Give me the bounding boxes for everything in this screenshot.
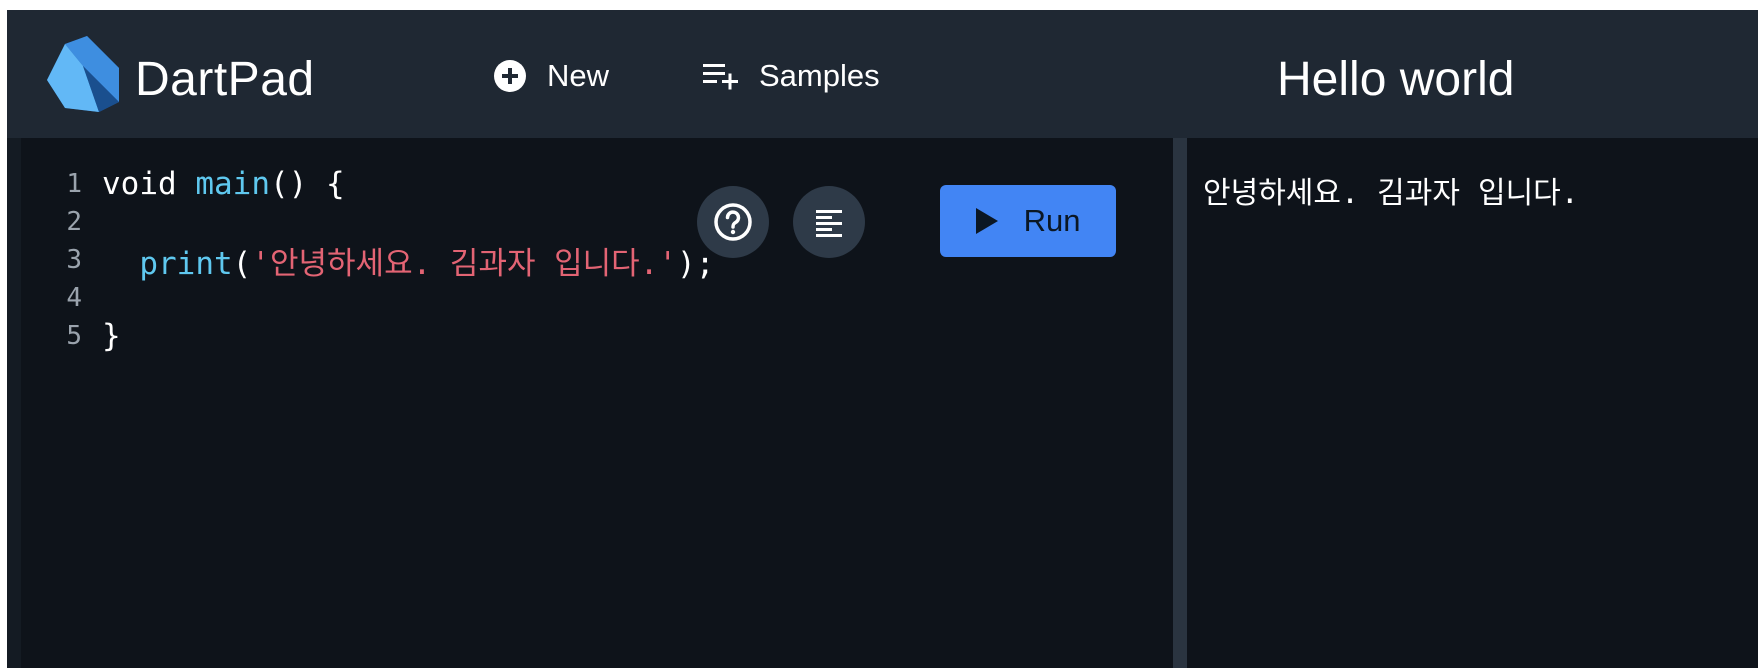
samples-button-label: Samples [759, 58, 880, 93]
code-line[interactable]: 4 [7, 278, 1107, 318]
add-circle-icon [494, 60, 526, 92]
line-number: 1 [66, 169, 82, 199]
format-align-icon [816, 210, 842, 237]
code-line[interactable]: 3 print('안녕하세요. 김과자 입니다.'); [7, 238, 1107, 283]
code-token: ); [677, 245, 715, 282]
help-button[interactable] [697, 186, 769, 258]
code-token: main [195, 166, 270, 202]
code-line[interactable]: 2 [7, 202, 1107, 242]
code-token: void [102, 166, 196, 202]
top-bar: DartPad New Samples Hello world [7, 10, 1758, 138]
help-icon [714, 203, 752, 241]
run-button-label: Run [1023, 203, 1081, 238]
code-token: ( [232, 245, 252, 282]
code-token: } [102, 318, 121, 354]
dart-logo-icon [47, 36, 119, 112]
run-button[interactable]: Run [940, 185, 1116, 257]
code-token: '안녕하세요. 김과자 입니다.' [251, 245, 678, 282]
dartpad-window: DartPad New Samples Hello world 1 void ma… [7, 10, 1758, 668]
app-brand: DartPad [135, 53, 315, 106]
new-button[interactable]: New [493, 56, 609, 96]
code-text: void main() { [102, 166, 345, 202]
line-number: 4 [66, 283, 82, 313]
page-title: Hello world [1277, 53, 1515, 106]
editor-gutter [7, 138, 21, 668]
line-number: 3 [66, 245, 82, 275]
samples-button[interactable]: Samples [703, 56, 880, 96]
line-number: 2 [66, 207, 82, 237]
code-line[interactable]: 1 void main() { [7, 164, 1107, 204]
code-text: } [102, 318, 121, 354]
console-panel: 안녕하세요. 김과자 입니다. [1187, 138, 1758, 668]
format-button[interactable] [793, 186, 865, 258]
playlist-add-icon [703, 64, 738, 90]
code-token: print [139, 245, 233, 282]
new-button-label: New [547, 58, 610, 93]
code-text: print('안녕하세요. 김과자 입니다.'); [102, 238, 714, 283]
play-icon [975, 208, 998, 234]
line-number: 5 [66, 321, 82, 351]
code-token: () { [269, 166, 345, 202]
code-token [102, 246, 139, 282]
console-output: 안녕하세요. 김과자 입니다. [1203, 176, 1579, 211]
code-line[interactable]: 5} [7, 316, 1107, 356]
panel-splitter[interactable] [1173, 138, 1187, 668]
